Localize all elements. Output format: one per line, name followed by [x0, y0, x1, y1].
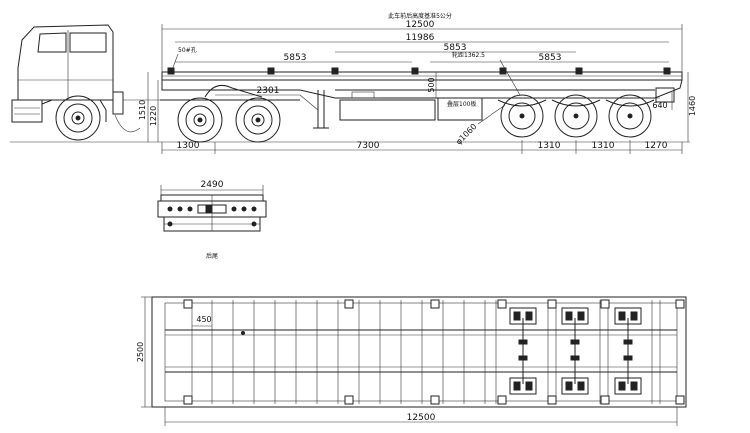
wheelbase: 7300: [357, 141, 380, 151]
front-height: 1510: [138, 100, 147, 120]
rear-view: 2490 后尾: [157, 180, 267, 260]
rear-end: 640: [652, 101, 667, 110]
section-b: 5853: [444, 43, 467, 53]
section-c: 5853: [539, 53, 562, 63]
top-view-pockets: [183, 299, 685, 405]
trailer-axles: [495, 87, 675, 138]
rear-height: 1460: [688, 96, 697, 116]
side-dimensions: 此车前后高度基准5公分 12500 11986 5853 5853 5853 5…: [138, 12, 697, 154]
leg-height: 500: [427, 77, 436, 92]
axle-spacing-1: 1310: [538, 141, 561, 151]
rear-overhang: 1270: [645, 141, 668, 151]
tractor-cab: [11, 24, 160, 141]
rear-width: 2490: [201, 180, 224, 190]
top-view-suspension: [509, 307, 642, 395]
overall-length: 12500: [406, 20, 435, 30]
axle-spacing-2: 1310: [592, 141, 615, 151]
top-view: 450 2500 12500: [136, 296, 687, 426]
kingpin-height: 2301: [257, 86, 280, 96]
deck-height: 1220: [149, 106, 158, 126]
trailer-deck: [161, 67, 683, 129]
section-a: 5853: [284, 53, 307, 63]
kingpin-label: 50#孔: [178, 46, 197, 54]
crossmember-spacing: 450: [196, 315, 211, 324]
top-view-width: 2500: [136, 342, 145, 362]
deck-length: 11986: [406, 33, 435, 43]
rear-view-caption: 后尾: [206, 252, 218, 260]
side-view: 此车前后高度基准5公分 12500 11986 5853 5853 5853 5…: [10, 12, 697, 154]
axle-note: 轮距1362.5: [452, 51, 485, 59]
top-note: 此车前后高度基准5公分: [388, 12, 452, 20]
top-view-length: 12500: [407, 413, 436, 423]
wheel-diameter: φ1060: [454, 122, 478, 146]
front-overhang: 1300: [177, 141, 200, 151]
mid-note: 叠层100板: [447, 100, 476, 108]
crossmembers: [191, 300, 661, 404]
